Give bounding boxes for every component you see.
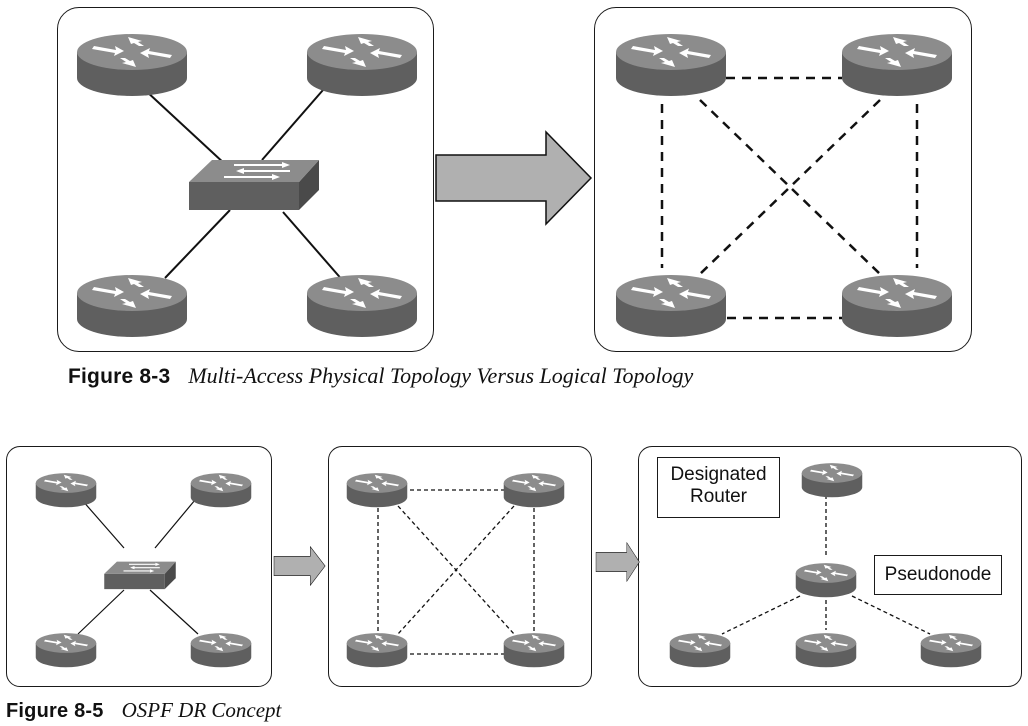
router-icon [669,633,731,668]
router-icon [842,275,952,337]
dr-physical-links [77,499,199,635]
router-icon [503,473,565,508]
figure-number: Figure 8-3 [68,365,171,388]
dr-pseudonode-links [721,495,931,635]
switch-icon [188,159,320,211]
figure-title: OSPF DR Concept [121,698,282,722]
router-icon [307,275,417,337]
router-icon [35,633,97,668]
router-icon [801,463,863,498]
right-arrow-icon [435,131,592,225]
switch-icon [103,561,177,590]
router-icon [920,633,982,668]
dr-logical-links [377,489,535,655]
physical-links [144,89,345,283]
router-icon [77,275,187,337]
right-arrow-icon [273,546,326,586]
figure-number: Figure 8-5 [6,700,104,722]
router-icon [346,473,408,508]
router-icon [35,473,97,508]
router-icon [842,34,952,96]
right-arrow-icon [595,542,640,582]
designated-router-label-line1: Designated [670,464,767,485]
router-icon [795,633,857,668]
figure-8-5-caption: Figure 8-5 OSPF DR Concept [6,698,281,723]
designated-router-label-line2: Router [689,486,748,507]
router-icon [190,633,252,668]
router-icon [795,563,857,598]
designated-router-label: Designated Router [657,457,780,518]
router-icon [307,34,417,96]
figure-8-3-caption: Figure 8-3 Multi-Access Physical Topology… [68,363,693,389]
pseudonode-label-text: Pseudonode [884,564,992,585]
router-icon [77,34,187,96]
router-icon [616,275,726,337]
logical-links [660,76,919,320]
router-icon [503,633,565,668]
router-icon [190,473,252,508]
pseudonode-label: Pseudonode [874,555,1002,595]
router-icon [346,633,408,668]
figure-title: Multi-Access Physical Topology Versus Lo… [188,363,694,388]
router-icon [616,34,726,96]
